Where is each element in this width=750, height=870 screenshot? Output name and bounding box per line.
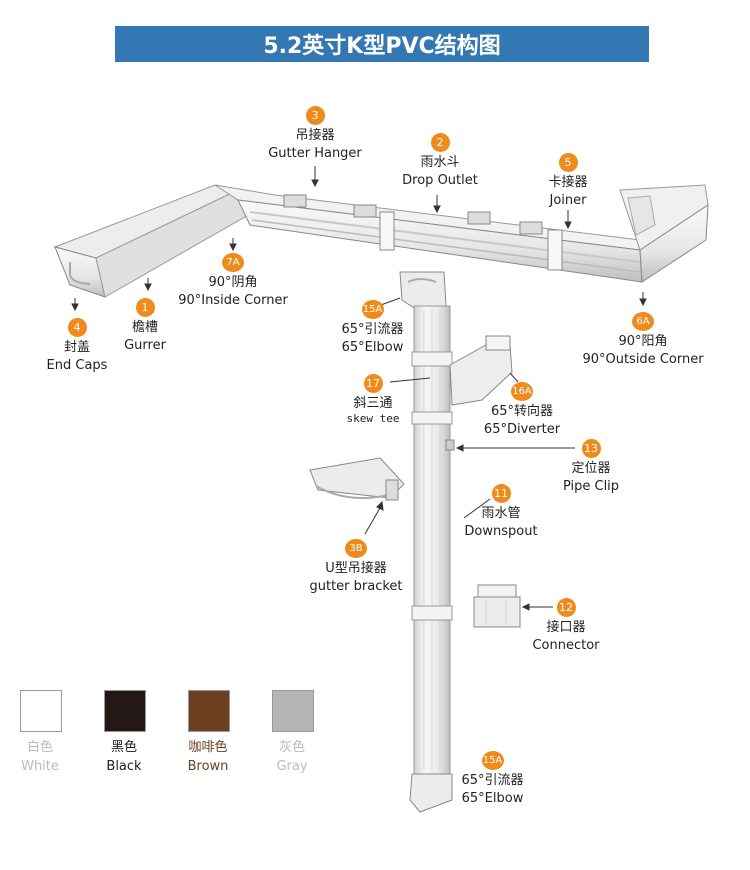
label-en: 65°Diverter [483, 422, 561, 437]
callout-end-caps: 4 封盖 End Caps [37, 318, 117, 375]
label-en: 65°Elbow [461, 791, 524, 806]
leader-lines [71, 166, 647, 611]
label-zh: 定位器 [571, 461, 611, 476]
badge-2: 2 [430, 133, 450, 152]
label-en: Downspout [464, 524, 538, 539]
swatch-gray [272, 690, 314, 732]
label-zh: 90°阳角 [618, 334, 668, 349]
label-zh: 斜三通 [353, 396, 393, 411]
badge-16a: 16A [511, 382, 533, 401]
badge-11: 11 [491, 484, 511, 503]
callout-u-bracket: 3B U型吊接器 gutter bracket [302, 539, 410, 596]
badge-5: 5 [558, 153, 578, 172]
swatch-label-gray: 灰色 Gray [252, 738, 332, 776]
downspout-pipe [409, 305, 455, 813]
label-zh: 接口器 [546, 620, 586, 635]
label-zh: 65°转向器 [490, 404, 554, 419]
label-en: End Caps [46, 358, 108, 373]
badge-12: 12 [556, 598, 576, 617]
swatch-black [104, 690, 146, 732]
swatch-zh: 灰色 [278, 740, 305, 755]
callout-downspout: 11 雨水管 Downspout [462, 484, 540, 541]
badge-6a: 6A [632, 312, 654, 331]
callout-skew-tee: 17 斜三通 skew tee [338, 374, 408, 424]
connector-part [473, 584, 521, 628]
diverter-part [449, 335, 513, 406]
badge-1: 1 [135, 298, 155, 317]
label-en: Pipe Clip [562, 479, 620, 494]
label-zh: 雨水斗 [420, 155, 460, 170]
swatch-white [20, 690, 62, 732]
callout-gutter: 1 檐槽 Gurrer [115, 298, 175, 355]
callout-diverter: 16A 65°转向器 65°Diverter [478, 382, 566, 439]
label-en: 65°Elbow [341, 340, 404, 355]
callout-pipe-clip: 13 定位器 Pipe Clip [556, 439, 626, 496]
swatch-en: Gray [276, 759, 308, 774]
u-bracket-part [309, 457, 405, 501]
swatch-label-white: 白色 White [0, 738, 80, 776]
label-en: Connector [532, 638, 600, 653]
label-zh: 65°引流器 [461, 773, 524, 788]
label-en: 90°Inside Corner [178, 293, 288, 308]
swatch-zh: 白色 [26, 740, 53, 755]
page-title: 5.2英寸K型PVC结构图 [115, 26, 649, 62]
badge-7a: 7A [222, 253, 244, 272]
badge-17: 17 [363, 374, 383, 393]
label-zh: 吊接器 [295, 128, 335, 143]
gutter-right-section [619, 184, 709, 283]
label-en: gutter bracket [309, 579, 403, 594]
callout-drop-outlet: 2 雨水斗 Drop Outlet [385, 133, 495, 190]
callout-connector: 12 接口器 Connector [530, 598, 602, 655]
callout-gutter-hanger: 3 吊接器 Gutter Hanger [255, 106, 375, 163]
label-zh: 90°阴角 [208, 275, 258, 290]
swatch-en: Brown [187, 759, 229, 774]
swatch-zh: 咖啡色 [188, 740, 228, 755]
badge-15a: 15A [361, 300, 384, 319]
swatch-label-black: 黑色 Black [84, 738, 164, 776]
badge-13: 13 [581, 439, 601, 458]
badge-3: 3 [305, 106, 325, 125]
label-en: 90°Outside Corner [582, 352, 704, 367]
badge-3b: 3B [345, 539, 367, 558]
label-zh: 卡接器 [548, 175, 588, 190]
swatch-en: Black [106, 759, 142, 774]
label-zh: 65°引流器 [341, 322, 404, 337]
label-zh: U型吊接器 [325, 561, 387, 576]
label-en: Joiner [549, 193, 587, 208]
gutter-left-section [53, 184, 251, 298]
callout-elbow-bottom: 15A 65°引流器 65°Elbow [450, 751, 535, 808]
swatch-zh: 黑色 [110, 740, 137, 755]
swatch-en: White [21, 759, 59, 774]
label-zh: 封盖 [63, 340, 90, 355]
label-zh: 檐槽 [131, 320, 158, 335]
gutter-main-section [214, 184, 643, 283]
label-en: skew tee [346, 412, 400, 425]
callout-inside-corner: 7A 90°阴角 90°Inside Corner [168, 253, 298, 310]
swatch-brown [188, 690, 230, 732]
label-zh: 雨水管 [481, 506, 521, 521]
badge-4: 4 [67, 318, 87, 337]
label-en: Gutter Hanger [268, 146, 362, 161]
callout-elbow-top: 15A 65°引流器 65°Elbow [325, 300, 420, 357]
label-en: Gurrer [124, 338, 166, 353]
badge-15a-bottom: 15A [481, 751, 504, 770]
swatch-label-brown: 咖啡色 Brown [168, 738, 248, 776]
callout-joiner: 5 卡接器 Joiner [528, 153, 608, 210]
label-en: Drop Outlet [402, 173, 478, 188]
callout-outside-corner: 6A 90°阳角 90°Outside Corner [580, 312, 706, 369]
